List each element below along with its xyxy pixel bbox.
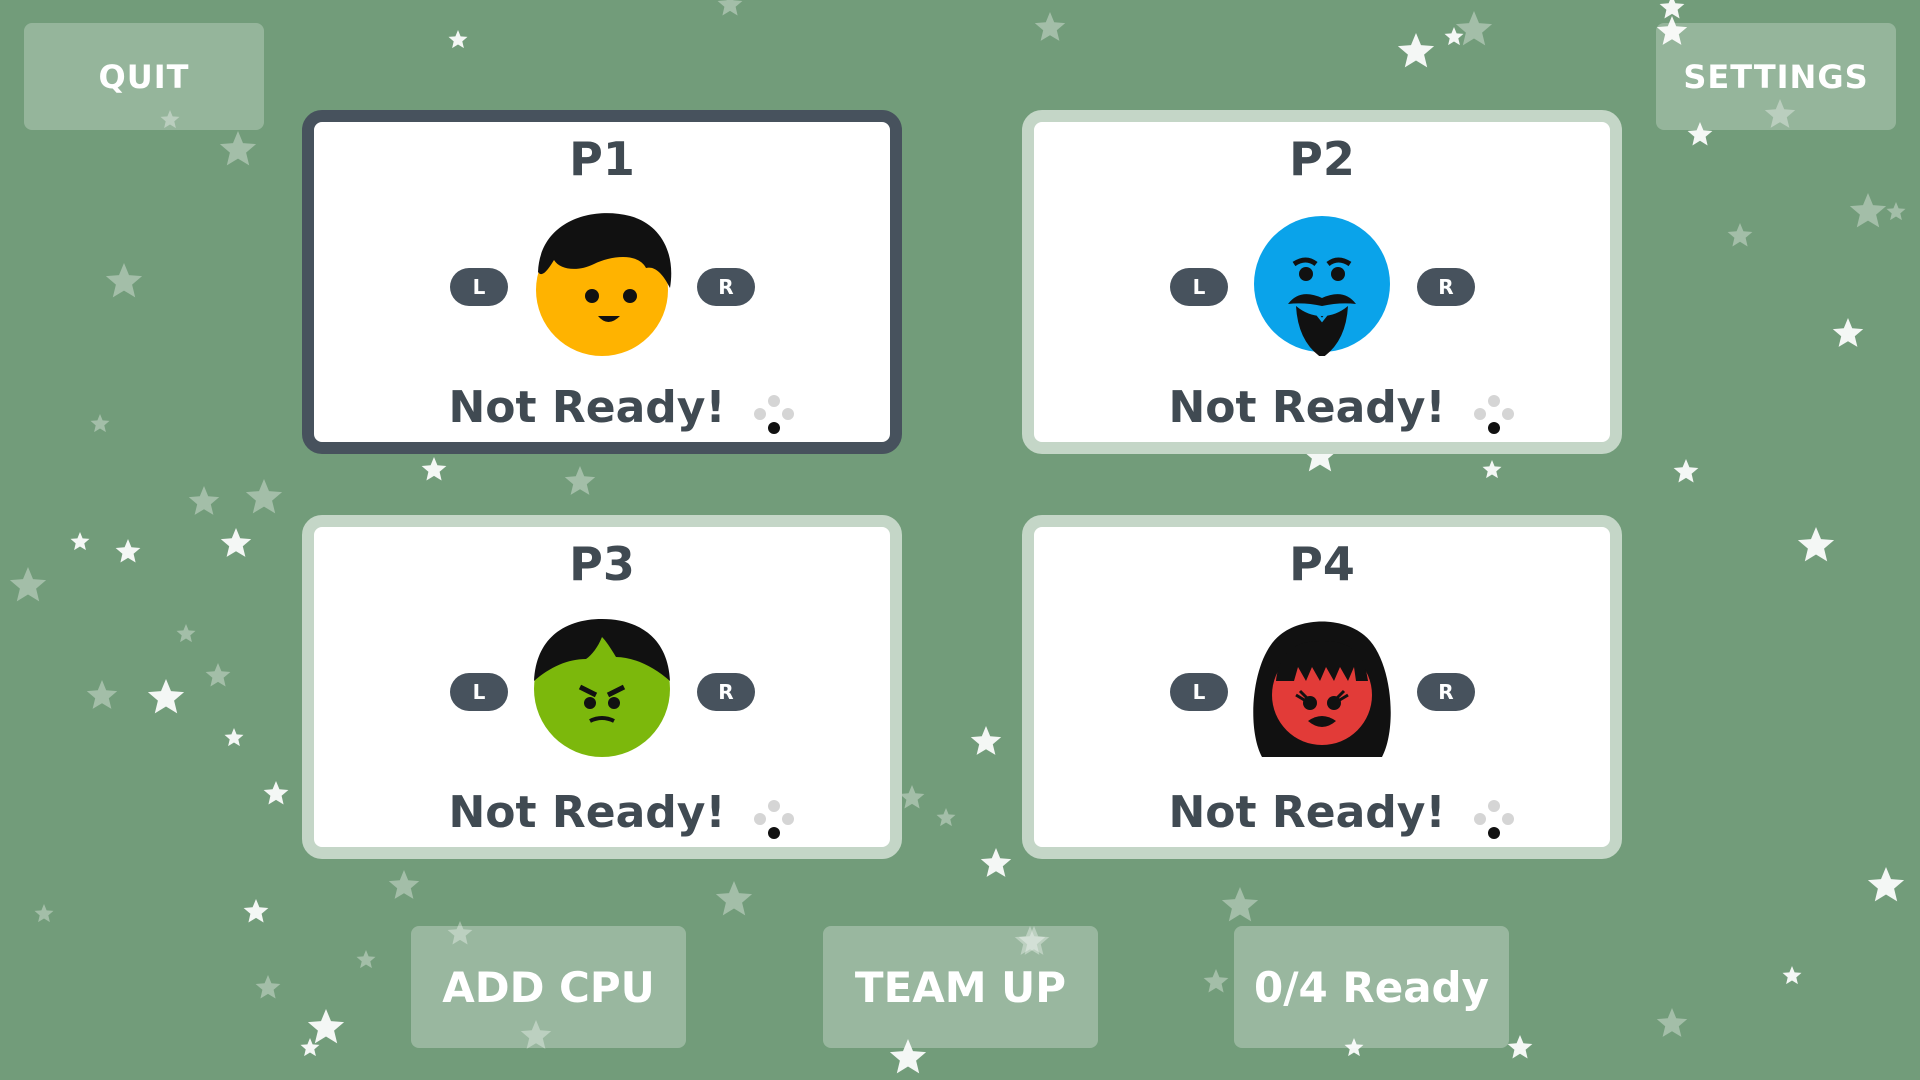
star-decoration (1687, 122, 1713, 146)
star-decoration (1832, 318, 1864, 347)
team-up-button[interactable]: TEAM UP (823, 926, 1098, 1048)
star-decoration (205, 663, 231, 687)
star-decoration (1014, 926, 1046, 955)
star-decoration (220, 528, 252, 557)
star-decoration (899, 785, 925, 809)
star-decoration (520, 1020, 552, 1049)
star-decoration (147, 679, 185, 714)
right-arrow-button[interactable]: R (1417, 673, 1475, 711)
star-decoration (717, 0, 743, 16)
star-decoration (1797, 527, 1835, 562)
star-decoration (564, 466, 596, 495)
star-decoration (1397, 33, 1435, 68)
left-arrow-button[interactable]: L (450, 268, 508, 306)
star-decoration (188, 486, 220, 515)
face-buttons-icon (1474, 800, 1514, 839)
star-decoration (34, 904, 54, 923)
star-decoration (1221, 887, 1259, 922)
star-decoration (307, 1009, 345, 1044)
add-cpu-button[interactable]: ADD CPU (411, 926, 686, 1048)
player-card-p4[interactable]: P4 L R Not Ready! (1022, 515, 1622, 859)
star-decoration (980, 848, 1012, 877)
star-decoration (219, 131, 257, 166)
star-decoration (1659, 0, 1685, 19)
left-arrow-button[interactable]: L (1170, 268, 1228, 306)
star-decoration (448, 30, 468, 49)
star-decoration (1764, 99, 1796, 128)
star-decoration (1782, 966, 1802, 985)
star-decoration (176, 624, 196, 643)
player-card-p3[interactable]: P3 L R Not Ready! (302, 515, 902, 859)
quit-button[interactable]: QUIT (24, 23, 264, 130)
avatar-blue-bearded-icon (1254, 216, 1390, 356)
star-decoration (970, 726, 1002, 755)
face-buttons-icon (1474, 395, 1514, 434)
ready-count-button[interactable]: 0/4 Ready (1234, 926, 1509, 1048)
player-name: P3 (569, 537, 635, 591)
star-decoration (1727, 223, 1753, 247)
player-card-p1[interactable]: P1 L Not Ready! R (302, 110, 902, 454)
avatar-green-angry-icon (534, 619, 670, 757)
star-decoration (255, 975, 281, 999)
left-arrow-button[interactable]: L (450, 673, 508, 711)
star-decoration (1673, 459, 1699, 483)
star-decoration (115, 539, 141, 563)
star-decoration (224, 728, 244, 747)
right-arrow-button[interactable]: R (697, 673, 755, 711)
star-decoration (1301, 437, 1339, 472)
star-decoration (1867, 867, 1905, 902)
star-decoration (245, 479, 283, 514)
star-decoration (889, 1039, 927, 1074)
star-decoration (1203, 969, 1229, 993)
star-decoration (1344, 1038, 1364, 1057)
star-decoration (388, 870, 420, 899)
ready-status: Not Ready! (448, 382, 726, 433)
avatar-orange-boy-icon (536, 213, 672, 356)
star-decoration (70, 532, 90, 551)
star-decoration (1849, 193, 1887, 228)
ready-status: Not Ready! (1168, 787, 1446, 838)
star-decoration (1886, 202, 1906, 221)
star-decoration (1656, 16, 1688, 45)
star-decoration (715, 881, 753, 916)
star-decoration (1018, 926, 1050, 955)
star-decoration (263, 781, 289, 805)
face-buttons-icon (754, 800, 794, 839)
star-decoration (243, 899, 269, 923)
settings-button[interactable]: SETTINGS (1656, 23, 1896, 130)
player-name: P1 (569, 132, 635, 186)
right-arrow-button[interactable]: R (1417, 268, 1475, 306)
left-arrow-button[interactable]: L (1170, 673, 1228, 711)
star-decoration (1482, 460, 1502, 479)
ready-status: Not Ready! (1168, 382, 1446, 433)
right-arrow-button[interactable]: R (697, 268, 755, 306)
star-decoration (9, 567, 47, 602)
star-decoration (1455, 11, 1493, 46)
star-decoration (936, 808, 956, 827)
star-decoration (1444, 27, 1464, 46)
star-decoration (1507, 1035, 1533, 1059)
star-decoration (421, 457, 447, 481)
face-buttons-icon (754, 395, 794, 434)
star-decoration (447, 921, 473, 945)
star-decoration (86, 680, 118, 709)
star-decoration (105, 263, 143, 298)
player-name: P2 (1289, 132, 1355, 186)
player-name: P4 (1289, 537, 1355, 591)
ready-status: Not Ready! (448, 787, 726, 838)
star-decoration (1656, 1008, 1688, 1037)
star-decoration (300, 1038, 320, 1057)
star-decoration (160, 110, 180, 129)
star-decoration (1034, 12, 1066, 41)
star-decoration (90, 414, 110, 433)
player-card-p2[interactable]: P2 L R Not Ready! (1022, 110, 1622, 454)
avatar-red-bob-hair-icon (1253, 621, 1391, 757)
star-decoration (356, 950, 376, 969)
